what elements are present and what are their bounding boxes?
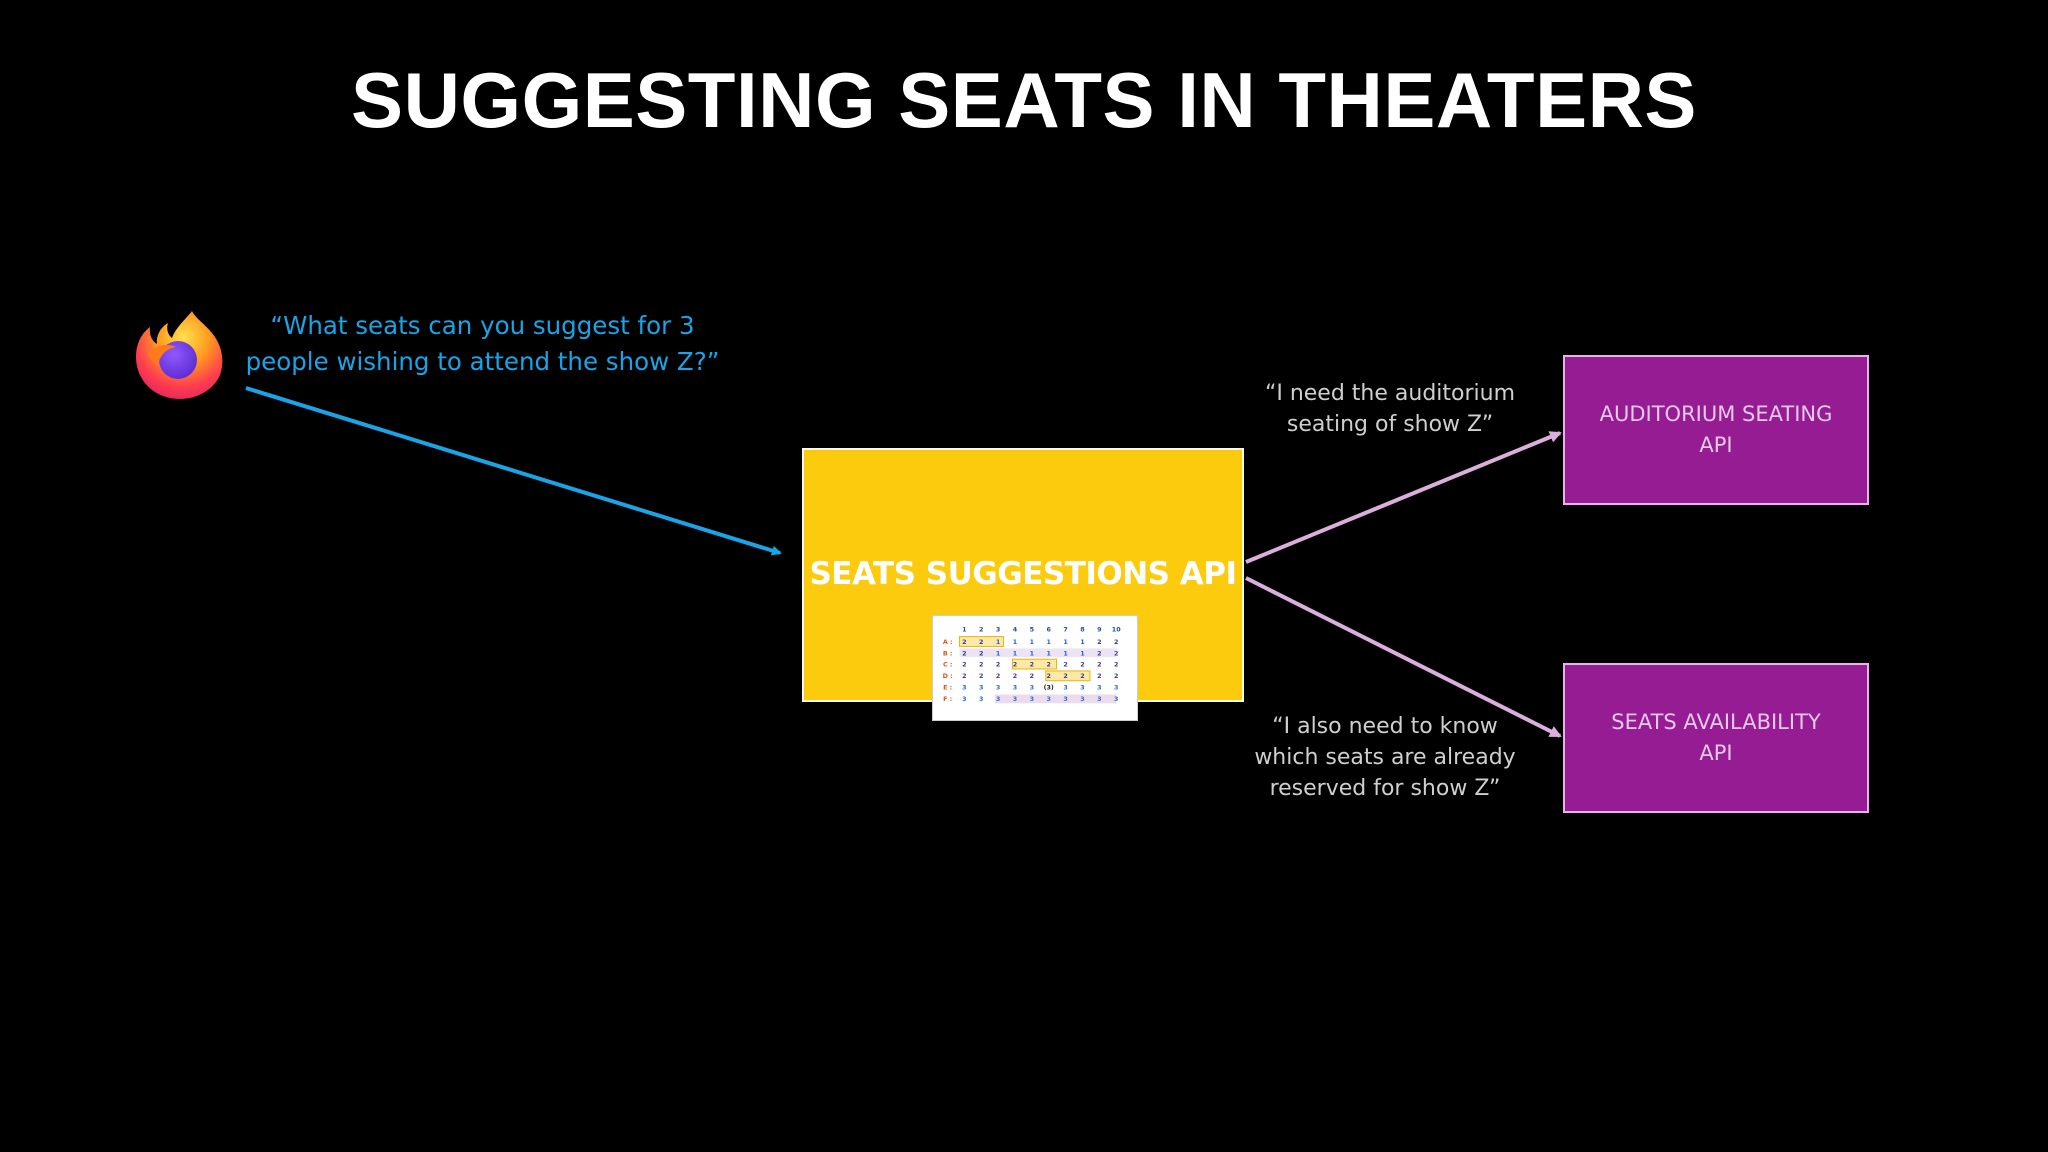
seats-suggestions-api-label: SEATS SUGGESTIONS API — [809, 556, 1237, 592]
seat-value: 2 — [1097, 638, 1101, 646]
seat-value: 1 — [1013, 638, 1017, 646]
availability-request-text: “I also need to know which seats are alr… — [1254, 714, 1516, 801]
seat-value: 1 — [1080, 649, 1084, 657]
seat-value: 1 — [1030, 638, 1034, 646]
seat-value: 2 — [962, 672, 966, 680]
seat-value: 2 — [962, 649, 966, 657]
seat-value: 2 — [962, 638, 966, 646]
seat-column-label: 9 — [1097, 626, 1102, 634]
seats-suggestions-api-box: SEATS SUGGESTIONS API — [802, 448, 1244, 702]
seat-value: 3 — [1013, 684, 1017, 692]
seat-value: 3 — [1047, 695, 1051, 703]
seat-value: 2 — [1080, 661, 1084, 669]
seat-value: 2 — [1047, 672, 1051, 680]
seat-value: 3 — [979, 695, 983, 703]
seat-value: 3 — [1114, 684, 1118, 692]
seat-value: 3 — [1097, 695, 1101, 703]
seat-value: 3 — [1114, 695, 1118, 703]
seat-value: 2 — [1013, 661, 1017, 669]
seat-value: 2 — [1063, 661, 1067, 669]
auditorium-request-arrow — [1245, 431, 1562, 564]
seat-value: 2 — [1047, 661, 1051, 669]
client-question: “What seats can you suggest for 3 people… — [245, 311, 720, 376]
seat-value: 3 — [1063, 695, 1067, 703]
seat-value: 2 — [979, 649, 983, 657]
seat-value: 1 — [1013, 649, 1017, 657]
seat-value: 1 — [1080, 638, 1084, 646]
seat-value: 2 — [979, 661, 983, 669]
seat-value: 2 — [1097, 672, 1101, 680]
slide-title: SUGGESTING SEATS IN THEATERS — [351, 56, 1697, 144]
seat-row-label: C : — [943, 661, 952, 669]
seat-column-label: 2 — [979, 626, 983, 634]
seat-value: 2 — [996, 661, 1000, 669]
availability-request-arrow — [1245, 576, 1562, 738]
client-request-arrow — [245, 386, 782, 556]
seat-value: 2 — [979, 638, 983, 646]
seat-value: 1 — [1030, 649, 1034, 657]
seat-value: 1 — [1047, 649, 1051, 657]
seat-row-label: E : — [943, 684, 952, 692]
seat-zone-band — [959, 648, 1117, 658]
seat-value: 3 — [1097, 684, 1101, 692]
seat-value: 3 — [1030, 695, 1034, 703]
auditorium-seating-api-box: AUDITORIUM SEATING API — [1563, 355, 1869, 505]
seat-value: (3) — [1044, 684, 1054, 692]
seat-row-label: B : — [943, 649, 953, 657]
seat-column-label: 5 — [1030, 626, 1034, 634]
seat-column-label: 1 — [962, 626, 966, 634]
seat-value: 2 — [979, 672, 983, 680]
seat-value: 1 — [996, 638, 1000, 646]
seat-value: 3 — [996, 695, 1000, 703]
seat-row-label: F : — [943, 695, 952, 703]
firefox-icon — [130, 305, 230, 405]
seat-value: 3 — [962, 684, 966, 692]
seat-value: 3 — [1063, 684, 1067, 692]
seat-value: 3 — [1030, 684, 1034, 692]
seat-value: 3 — [1080, 695, 1084, 703]
seat-value: 1 — [1047, 638, 1051, 646]
seat-value: 2 — [1030, 672, 1034, 680]
seat-value: 2 — [1030, 661, 1034, 669]
seat-value: 2 — [1097, 649, 1101, 657]
seat-map-grid: 1 2 3 4 5 6 7 8 9 10 A : 2 2 1 1 1 1 1 1 2 2 B : 2 2 1 1 1 1 1 1 2 2 C :… — [943, 626, 1121, 704]
seat-value: 2 — [1013, 672, 1017, 680]
seats-availability-api-box: SEATS AVAILABILITY API — [1563, 663, 1869, 813]
seat-value: 1 — [1063, 638, 1067, 646]
seat-column-label: 8 — [1080, 626, 1085, 634]
seat-value: 2 — [1114, 638, 1118, 646]
auditorium-request-text: “I need the auditorium seating of show Z… — [1264, 381, 1516, 437]
suggestion-highlight — [958, 636, 1005, 647]
seat-value: 2 — [1114, 649, 1118, 657]
seat-row-label: A : — [943, 638, 953, 646]
seat-column-label: 4 — [1013, 626, 1018, 634]
seat-column-label: 10 — [1112, 626, 1121, 634]
seat-value: 3 — [979, 684, 983, 692]
seat-value: 2 — [1114, 672, 1118, 680]
seat-zone-band — [994, 694, 1117, 704]
seat-column-label: 7 — [1063, 626, 1067, 634]
seat-column-label: 6 — [1047, 626, 1052, 634]
seat-value: 3 — [1013, 695, 1017, 703]
seat-value: 2 — [1063, 672, 1067, 680]
seat-value: 3 — [996, 684, 1000, 692]
seat-column-label: 3 — [996, 626, 1000, 634]
seat-value: 2 — [1097, 661, 1101, 669]
suggestion-highlight — [1045, 670, 1091, 682]
seat-value: 1 — [996, 649, 1000, 657]
seat-value: 2 — [1080, 672, 1084, 680]
seat-value: 1 — [1063, 649, 1067, 657]
seat-value: 2 — [962, 661, 966, 669]
seat-row-label: D : — [943, 672, 953, 680]
seat-value: 3 — [962, 695, 966, 703]
seat-value: 3 — [1080, 684, 1084, 692]
seat-value: 2 — [1114, 661, 1118, 669]
suggestion-highlight — [1011, 658, 1058, 670]
seat-value: 2 — [996, 672, 1000, 680]
seat-map-thumbnail: 1 2 3 4 5 6 7 8 9 10 A : 2 2 1 1 1 1 1 1 2 2 B : 2 2 1 1 1 1 1 1 2 2 C :… — [932, 615, 1138, 721]
